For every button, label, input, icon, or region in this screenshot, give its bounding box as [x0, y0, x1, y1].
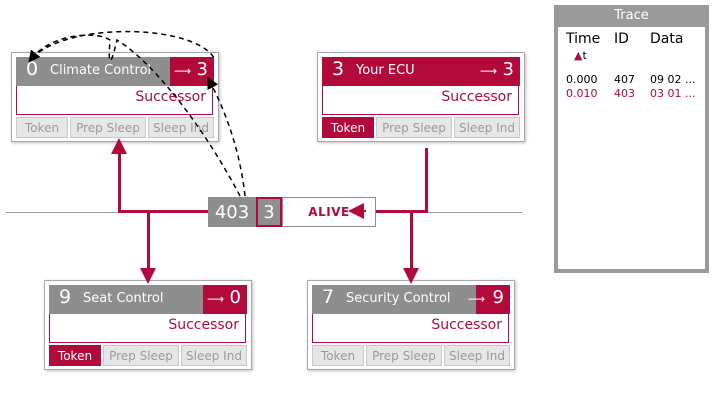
successor-number: 9: [492, 287, 504, 308]
ecu-name: Security Control: [346, 291, 451, 306]
successor-label: Successor: [431, 317, 502, 333]
successor-row: Successor: [16, 86, 213, 115]
bus-branch-climate: [118, 148, 121, 213]
node-number: 0: [26, 58, 39, 80]
ecu-climate-control[interactable]: 0 Climate Control ⟶ 3 Successor Token Pr…: [11, 52, 219, 142]
successor-label: Successor: [441, 89, 512, 105]
state-token: Token: [312, 345, 364, 366]
state-indicators: Token Prep Sleep Sleep Ind: [322, 117, 520, 138]
node-number: 3: [332, 58, 345, 80]
ecu-your-ecu[interactable]: 3 Your ECU ⟶ 3 Successor Token Prep Slee…: [317, 52, 525, 142]
ecu-name: Your ECU: [356, 63, 415, 78]
ecu-header: 3 Your ECU ⟶ 3: [322, 57, 520, 86]
dashed-path-token-pass: [207, 76, 246, 197]
message-can-id: 403: [208, 197, 256, 227]
node-number: 7: [322, 286, 335, 308]
successor-number: 0: [229, 287, 241, 308]
ecu-header: 7 Security Control ⟶ 9: [312, 285, 510, 314]
trace-id: 407: [614, 73, 635, 86]
successor-number: 3: [502, 59, 514, 80]
state-indicators: Token Prep Sleep Sleep Ind: [16, 117, 214, 138]
trace-col-id[interactable]: ID: [614, 31, 629, 47]
dashed-path-top: [31, 30, 216, 61]
right-arrow-icon: ⟶: [468, 292, 486, 306]
message-source-node: 3: [256, 197, 282, 227]
trace-title: Trace: [614, 8, 649, 23]
bus-branch-seat: [147, 212, 150, 274]
state-indicators: Token Prep Sleep Sleep Ind: [312, 345, 510, 366]
successor-number: 3: [196, 59, 208, 80]
ecu-seat-control[interactable]: 9 Seat Control ⟶ 0 Successor Token Prep …: [44, 280, 252, 370]
state-token: Token: [49, 345, 101, 366]
ecu-header: 0 Climate Control ⟶ 3: [16, 57, 214, 86]
state-prep-sleep: Prep Sleep: [103, 345, 179, 366]
trace-time: 0.000: [566, 73, 598, 86]
ecu-header: 9 Seat Control ⟶ 0: [49, 285, 247, 314]
successor-box: ⟶ 0: [203, 285, 247, 314]
successor-label: Successor: [168, 317, 239, 333]
ecu-name: Seat Control: [83, 291, 164, 306]
trace-col-time[interactable]: Time: [566, 31, 601, 47]
successor-box: ⟶ 3: [170, 57, 214, 86]
sort-indicator: ▲t: [574, 49, 587, 62]
trace-id: 403: [614, 87, 635, 100]
ecu-name: Climate Control: [50, 63, 152, 78]
successor-box: ⟶ 9: [468, 285, 510, 314]
dashed-path-long: [28, 34, 241, 197]
trace-data: 03 01 ...: [650, 87, 696, 100]
successor-box: ⟶ 3: [476, 57, 520, 86]
trace-time: 0.010: [566, 87, 598, 100]
state-sleep-ind: Sleep Ind: [181, 345, 247, 366]
state-token: Token: [322, 117, 374, 138]
state-indicators: Token Prep Sleep Sleep Ind: [49, 345, 247, 366]
state-sleep-ind: Sleep Ind: [454, 117, 520, 138]
bus-branch-security: [410, 212, 413, 274]
state-prep-sleep: Prep Sleep: [70, 117, 146, 138]
trace-col-data[interactable]: Data: [650, 31, 684, 47]
bus-branch-your-ecu: [425, 148, 428, 213]
state-prep-sleep: Prep Sleep: [376, 117, 452, 138]
state-sleep-ind: Sleep Ind: [444, 345, 510, 366]
successor-row: Successor: [312, 314, 509, 343]
trace-window[interactable]: Trace Time ID Data ▲t 0.000 407 09 02 ..…: [554, 5, 709, 273]
triangle-up-icon: ▲: [574, 49, 583, 62]
trace-data: 09 02 ...: [650, 73, 696, 86]
state-sleep-ind: Sleep Ind: [148, 117, 214, 138]
trace-body: Time ID Data ▲t 0.000 407 09 02 ... 0.01…: [558, 27, 705, 269]
state-token: Token: [16, 117, 68, 138]
successor-label: Successor: [135, 89, 206, 105]
right-arrow-icon: ⟶: [480, 64, 498, 78]
state-prep-sleep: Prep Sleep: [366, 345, 442, 366]
node-number: 9: [59, 286, 72, 308]
right-arrow-icon: ⟶: [174, 64, 192, 78]
right-arrow-icon: ⟶: [207, 292, 225, 306]
sort-indicator-label: t: [582, 49, 587, 62]
successor-row: Successor: [322, 86, 519, 115]
bus-message: 403 3 ALIVE: [208, 197, 376, 227]
successor-row: Successor: [49, 314, 246, 343]
ecu-security-control[interactable]: 7 Security Control ⟶ 9 Successor Token P…: [307, 280, 515, 370]
